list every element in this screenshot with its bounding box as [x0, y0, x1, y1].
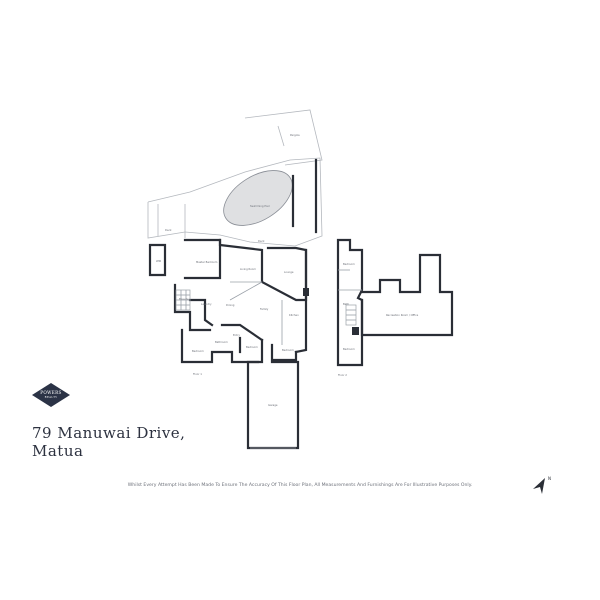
- floor-1-walls: [148, 238, 309, 364]
- label-upper-bedroom: Bedroom: [343, 262, 355, 266]
- label-bedroom-2: Bedroom: [246, 345, 258, 349]
- f1-interior-1: [229, 281, 263, 301]
- compass-label: N: [548, 476, 551, 481]
- label-upper-bedroom-2: Bedroom: [343, 347, 355, 351]
- f1-wall-mid: [220, 323, 264, 342]
- f1-wall-bath: [188, 298, 214, 327]
- f2-wall-rec: [360, 253, 454, 337]
- label-swimming-pool: Swimming Pool: [250, 204, 270, 208]
- label-living-room: Living Room: [240, 267, 256, 271]
- label-upper-bath: Bath: [343, 302, 349, 306]
- label-garage: Garage: [268, 403, 278, 407]
- f2-fireplace: [352, 327, 359, 335]
- outdoor-areas: [147, 109, 323, 247]
- label-lounge: Lounge: [284, 270, 294, 274]
- f1-wall-east: [294, 248, 308, 354]
- pergola-outline: [244, 109, 323, 166]
- compass-arrow-shape: [533, 478, 545, 494]
- label-recreation: Recreation Room / Office: [386, 313, 419, 317]
- label-laundry: Laundry: [201, 302, 212, 306]
- label-floor-1: Floor 1: [193, 372, 202, 376]
- logo-diamond-shape: [32, 383, 70, 407]
- disclaimer-text: Whilst Every Attempt Has Been Made To En…: [127, 483, 473, 488]
- label-master-bedroom: Master Bedroom: [196, 260, 218, 264]
- f1-wall-south-east: [270, 343, 298, 362]
- label-floor-2: Floor 2: [338, 373, 347, 377]
- label-bedroom-3: Bedroom: [282, 348, 294, 352]
- label-wir: WIR: [156, 259, 161, 263]
- garage-walls: [246, 360, 300, 450]
- deck-outline: [147, 157, 323, 247]
- brand-wordmark: POWERS REALTY: [37, 390, 65, 400]
- room-labels: Pergola Swimming Pool Deck Deck Master B…: [156, 133, 419, 407]
- swimming-pool: [223, 170, 293, 226]
- north-arrow-icon: N: [533, 476, 551, 494]
- property-address: 79 Manuwai Drive, Matua: [32, 424, 185, 460]
- f1-wall-southwest: [173, 283, 212, 332]
- address-line-1: 79 Manuwai Drive,: [32, 424, 186, 442]
- brand-tagline: REALTY: [44, 396, 58, 399]
- floor-2-walls: [336, 238, 454, 367]
- label-ensuite: Ensuite: [179, 297, 189, 301]
- label-family: Family: [260, 307, 269, 311]
- label-entry: Entry: [233, 333, 240, 337]
- label-dining: Dining: [226, 303, 235, 307]
- f1-fireplace: [303, 288, 309, 296]
- label-deck-west: Deck: [165, 228, 172, 232]
- f1-wall-master: [183, 238, 222, 280]
- label-bathroom: Bathroom: [215, 340, 228, 344]
- brand-name: POWERS: [40, 390, 62, 395]
- label-kitchen: Kitchen: [289, 313, 299, 317]
- diamond-logo-icon: [32, 383, 70, 407]
- label-bedroom-1: Bedroom: [192, 349, 204, 353]
- f2-wall-west: [336, 238, 364, 367]
- label-pergola: Pergola: [290, 133, 300, 137]
- f1-wall-central: [218, 238, 308, 302]
- address-line-2: Matua: [32, 442, 84, 460]
- f1-wall-north-west: [148, 243, 167, 277]
- pergola-divider: [277, 125, 285, 147]
- label-deck-center: Deck: [258, 239, 265, 243]
